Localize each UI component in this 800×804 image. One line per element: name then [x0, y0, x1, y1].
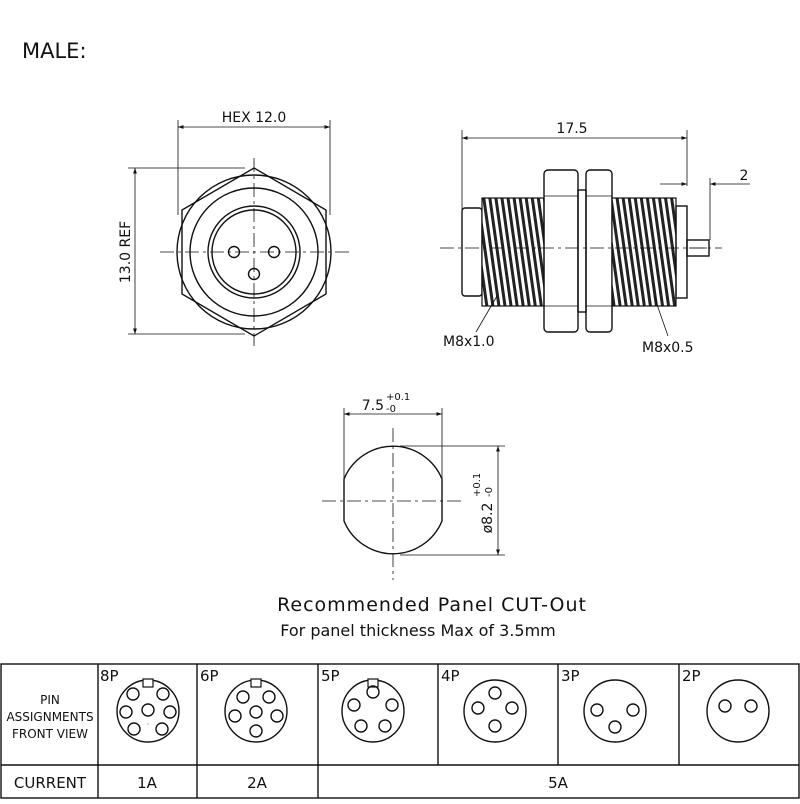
thread-right-label: M8x0.5 — [642, 340, 694, 356]
thread-right — [612, 198, 676, 306]
pin-face-3p — [584, 680, 646, 742]
col-label-8p: 8P — [100, 667, 119, 685]
thread-left — [482, 198, 544, 306]
col-label-4p: 4P — [441, 667, 460, 685]
pin-face-5p — [342, 679, 404, 742]
row-label-line-1: PIN — [40, 693, 60, 707]
current-label: CURRENT — [14, 774, 87, 792]
cutout-dia-tol-minus: -0 — [484, 487, 495, 497]
front-view: HEX 12.0 13.0 REF — [118, 110, 352, 346]
current-5p-2p: 5A — [548, 774, 569, 792]
cutout-width-base: 7.5 — [362, 398, 384, 414]
pin-face-6p — [225, 679, 287, 742]
length-dimension: 17.5 — [556, 121, 587, 137]
pin-face-8p — [117, 679, 179, 742]
current-6p: 2A — [247, 774, 268, 792]
hex-dimension: HEX 12.0 — [222, 110, 287, 126]
pin-face-4p — [464, 680, 526, 742]
pin-face-2p — [707, 680, 769, 742]
cutout-dia-tol-plus: +0.1 — [472, 473, 483, 497]
cutout-dia-base: ø8.2 — [480, 503, 496, 534]
page-title: MALE: — [22, 39, 87, 63]
col-label-2p: 2P — [682, 667, 701, 685]
cutout-width-tol-plus: +0.1 — [386, 392, 410, 403]
row-label-line-3: FRONT VIEW — [12, 727, 88, 741]
tail-dimension: 2 — [740, 168, 749, 184]
side-view: 17.5 2 M8x1.0 M8x0.5 — [440, 121, 750, 356]
current-8p: 1A — [137, 774, 158, 792]
col-label-6p: 6P — [200, 667, 219, 685]
cutout-caption-line1: Recommended Panel CUT-Out — [277, 594, 587, 616]
panel-cutout: 7.5 +0.1 -0 ø8.2 +0.1 -0 Recommended Pan… — [277, 392, 587, 640]
col-label-3p: 3P — [561, 667, 580, 685]
height-dimension: 13.0 REF — [118, 221, 134, 283]
thread-left-label: M8x1.0 — [443, 334, 495, 350]
col-label-5p: 5P — [321, 667, 340, 685]
cutout-width-tol-minus: -0 — [386, 404, 396, 415]
cutout-caption-line2: For panel thickness Max of 3.5mm — [280, 621, 556, 640]
pin-assignment-table: PIN ASSIGNMENTS FRONT VIEW CURRENT 8P 6P… — [1, 664, 799, 798]
row-label-line-2: ASSIGNMENTS — [6, 710, 93, 724]
